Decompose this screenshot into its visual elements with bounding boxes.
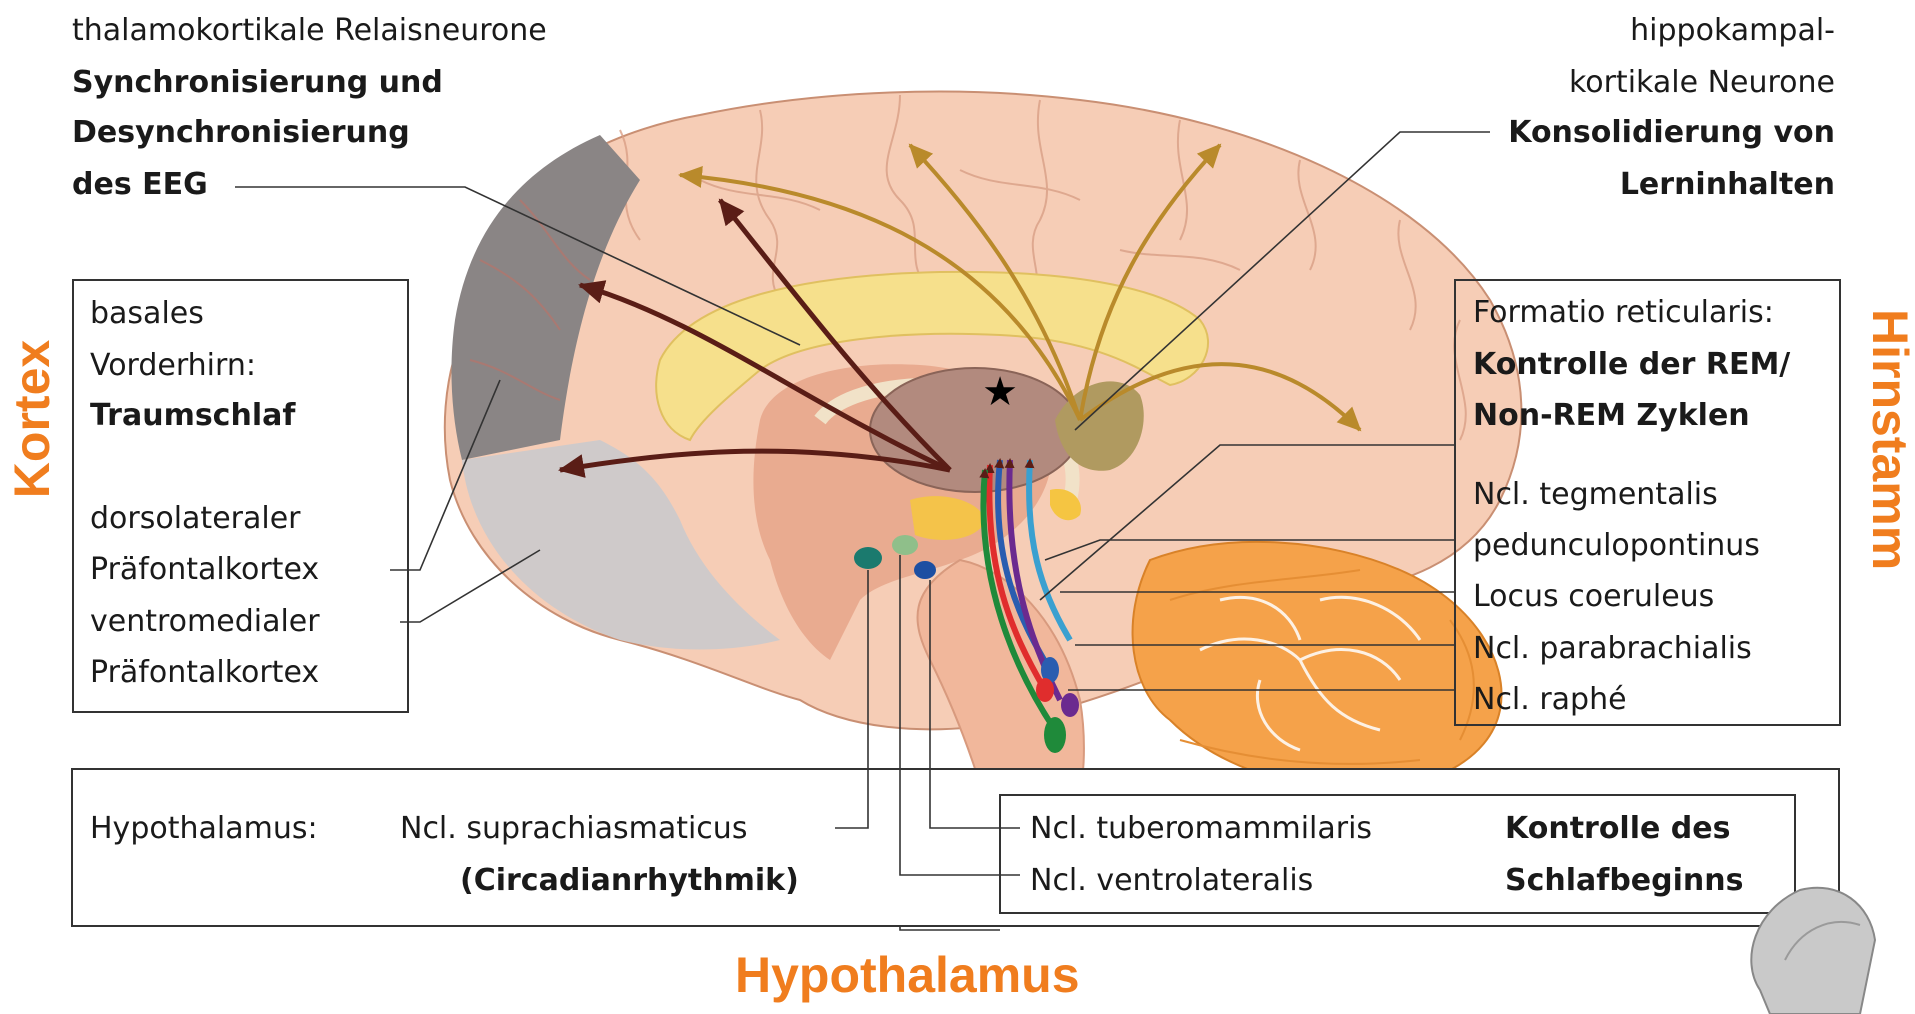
ventromedial-line1: ventromedialer [90,603,320,641]
sleep-onset-line2: Schlafbeginns [1505,862,1743,900]
thalamo-function-line3: des EEG [72,166,208,204]
hippo-neurons-line1: hippokampal- [1630,12,1835,50]
thalamus [870,368,1080,492]
hippo-neurons-line2: kortikale Neurone [1569,64,1835,102]
kortex-label: Kortex [3,339,61,499]
formatio-reticularis-label: Formatio reticularis: [1473,294,1774,332]
left-box [73,280,408,712]
star-icon: ★ [982,369,1018,415]
dorsolateral-line1: dorsolateraler [90,500,301,538]
basal-forebrain-line2: Vorderhirn: [90,347,256,385]
dorsolateral-line2: Präfontalkortex [90,551,319,589]
hypothalamus-region-label: Hypothalamus [735,945,1080,1005]
tuberomammillary-nucleus [914,561,936,579]
basal-forebrain-line1: basales [90,295,204,333]
rem-control-line2: Non-REM Zyklen [1473,397,1750,435]
thalamo-function-line1: Synchronisierung und [72,64,443,102]
tegmentalis-line1: Ncl. tegmentalis [1473,476,1718,514]
ventromedial-line2: Präfontalkortex [90,654,319,692]
hippo-function-line1: Konsolidierung von [1508,114,1835,152]
thalamo-neurons-label: thalamokortikale Relaisneurone [72,12,547,50]
raphe-label: Ncl. raphé [1473,681,1627,719]
scn-label: Ncl. suprachiasmaticus [400,810,747,848]
tegmentalis-line2: pedunculopontinus [1473,527,1760,565]
thalamo-function-line2: Desynchronisierung [72,114,410,152]
cerebellum [1133,542,1502,790]
sleep-onset-line1: Kontrolle des [1505,810,1730,848]
ventrolateral-label: Ncl. ventrolateralis [1030,862,1313,900]
rem-control-line1: Kontrolle der REM/ [1473,346,1790,384]
ventrolateral-nucleus [892,535,918,555]
hirnstamm-label: Hirnstamm [1861,309,1915,569]
hippo-function-line2: Lerninhalten [1620,166,1835,204]
circadian-label: (Circadianrhythmik) [460,862,799,900]
locus-coeruleus-label: Locus coeruleus [1473,578,1714,616]
dream-sleep-label: Traumschlaf [90,397,295,435]
hypothalamus-box-label: Hypothalamus: [90,810,318,848]
scn-nucleus [854,547,882,569]
tuberomammillary-label: Ncl. tuberomammilaris [1030,810,1372,848]
parabrachialis-label: Ncl. parabrachialis [1473,630,1752,668]
